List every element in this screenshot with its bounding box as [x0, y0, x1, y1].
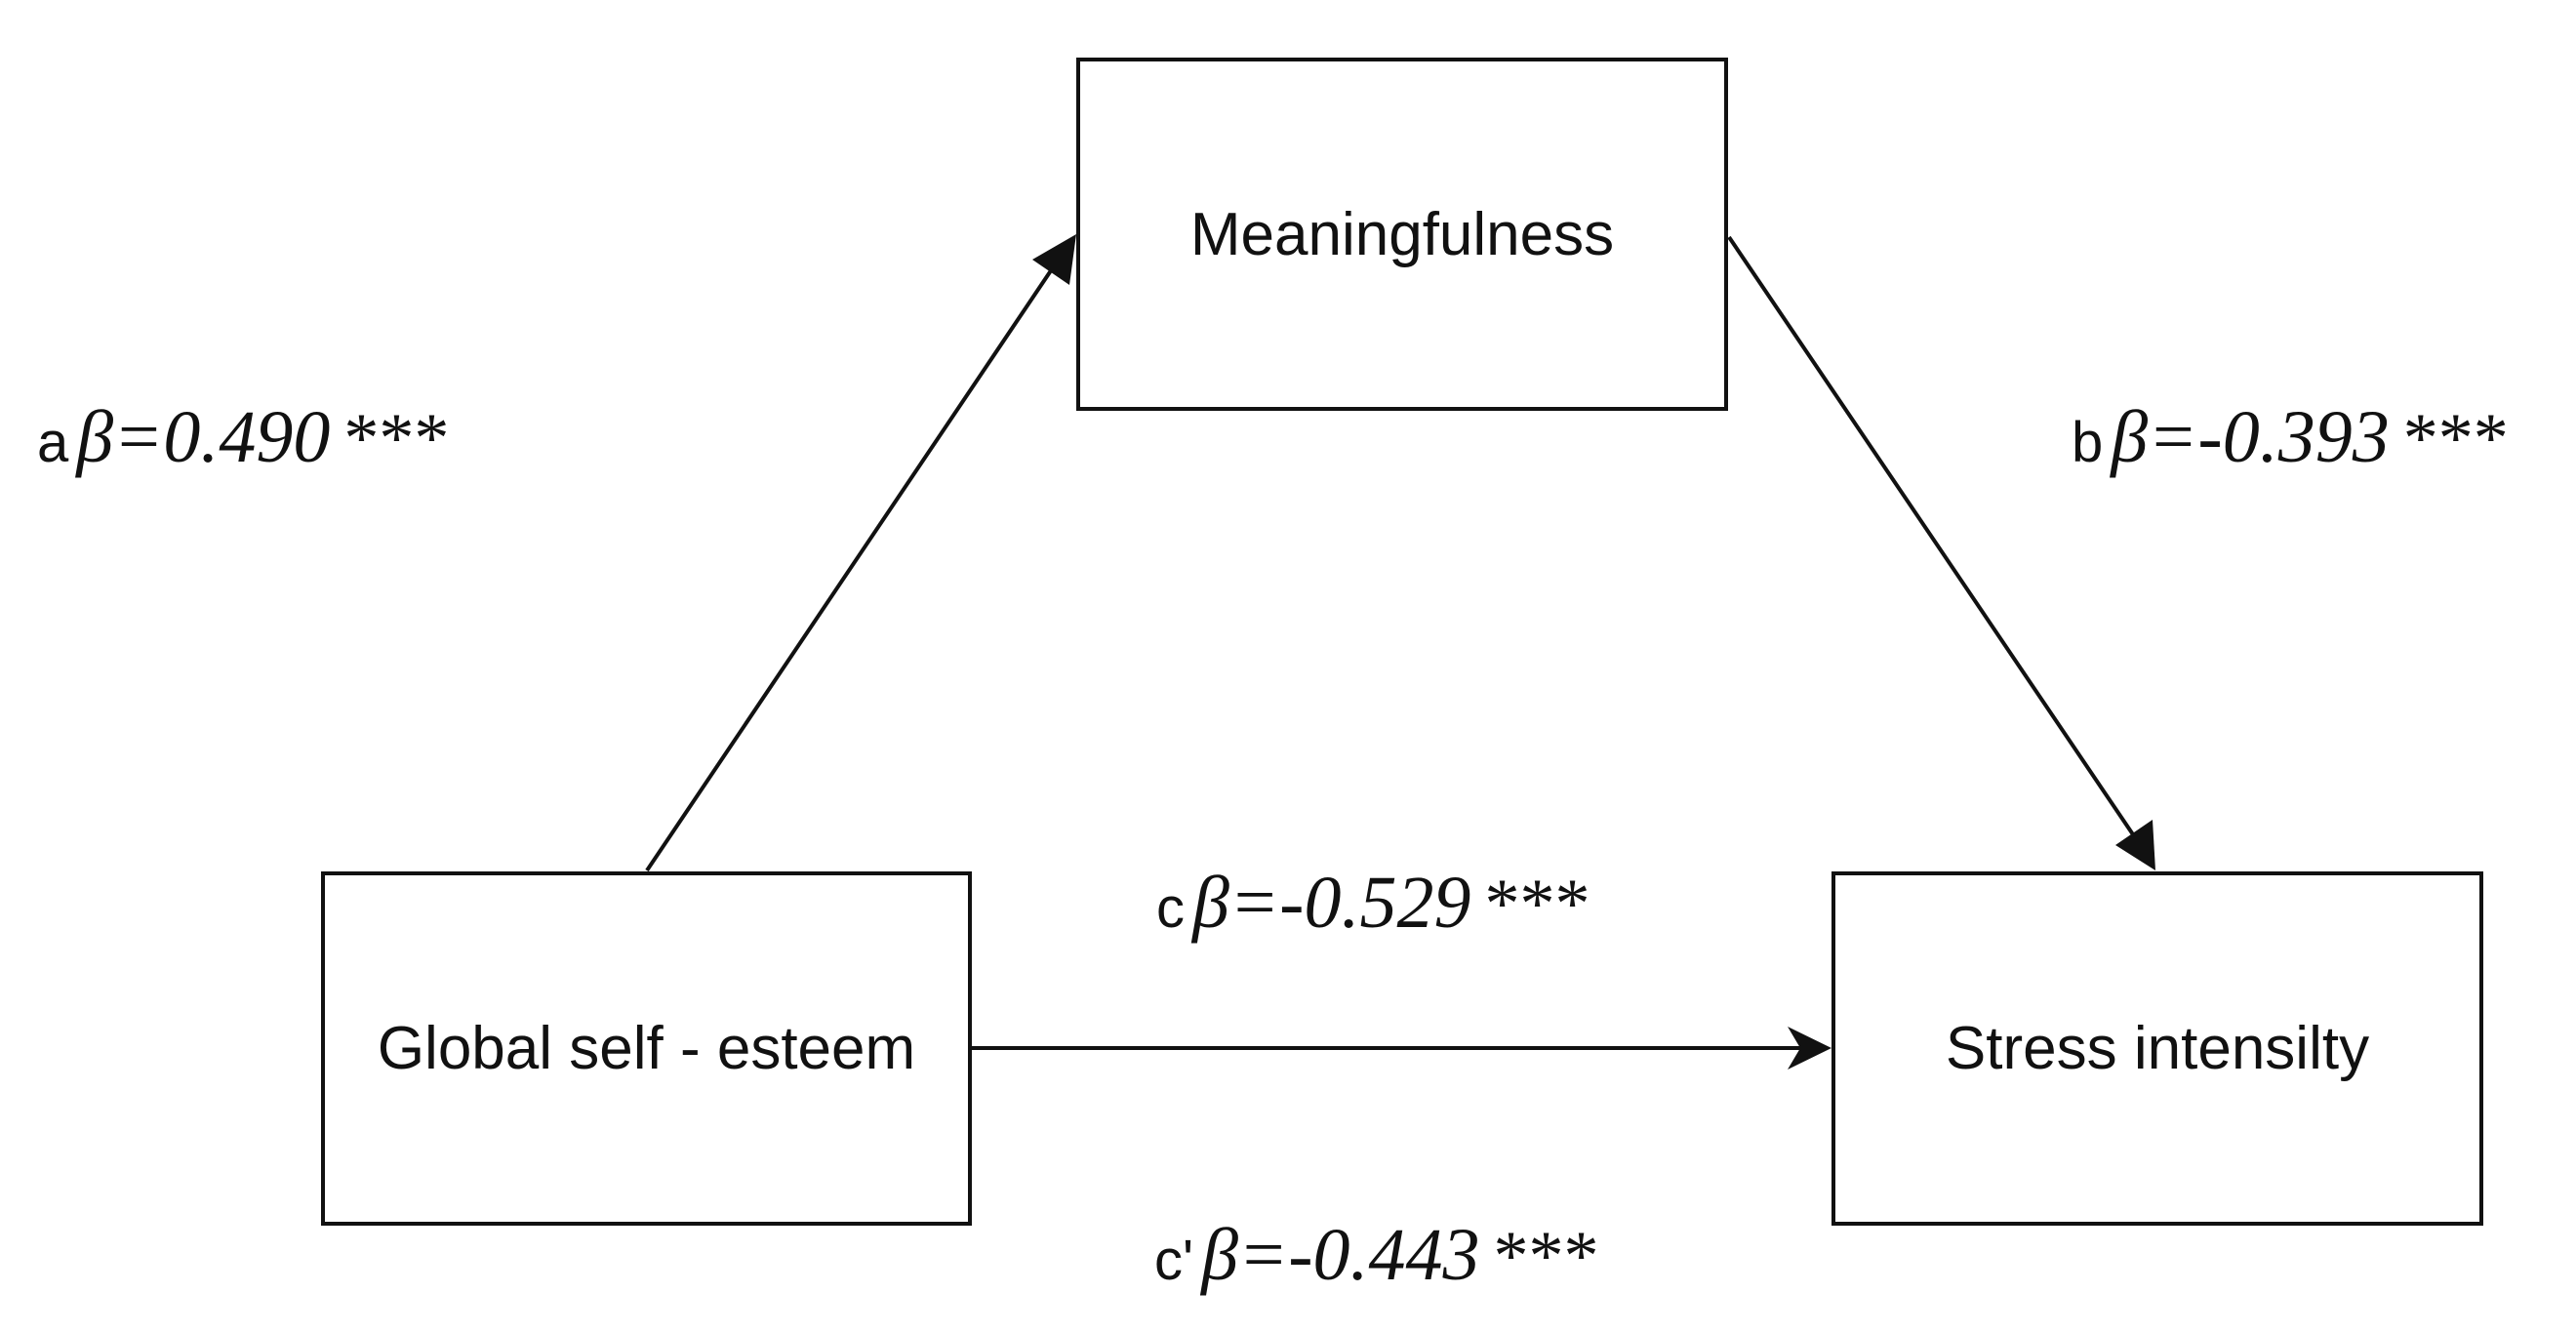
- outcome-label: Stress intensilty: [1945, 1015, 2370, 1082]
- path-c-letter: c: [1156, 876, 1185, 940]
- predictor-label: Global self - esteem: [377, 1015, 916, 1082]
- mediator-label: Meaningfulness: [1189, 200, 1615, 268]
- arrowhead-c: [1788, 1027, 1831, 1070]
- path-c-coefficient: β=-0.529: [1192, 862, 1471, 944]
- path-cprime-letter: c': [1154, 1229, 1194, 1292]
- outcome-box: Stress intensilty: [1831, 871, 2483, 1226]
- path-a-coefficient: β=0.490: [76, 396, 331, 478]
- predictor-box: Global self - esteem: [321, 871, 972, 1226]
- path-cprime-coefficient: β=-0.443: [1201, 1214, 1480, 1296]
- arrowhead-b: [2115, 820, 2155, 870]
- path-b-significance: ***: [2402, 399, 2509, 477]
- path-b-letter: b: [2072, 411, 2104, 474]
- path-b-coefficient: β=-0.393: [2111, 396, 2390, 478]
- arrowhead-a: [1032, 234, 1076, 285]
- path-cprime-significance: ***: [1493, 1217, 1599, 1295]
- path-cprime-label: c'β=-0.443***: [1154, 1218, 1599, 1292]
- arrow-b: [1727, 235, 2145, 851]
- path-a-significance: ***: [343, 399, 450, 477]
- path-c-significance: ***: [1484, 865, 1590, 943]
- mediator-box: Meaningfulness: [1076, 58, 1728, 411]
- path-a-letter: a: [37, 411, 69, 474]
- arrow-a: [645, 250, 1066, 872]
